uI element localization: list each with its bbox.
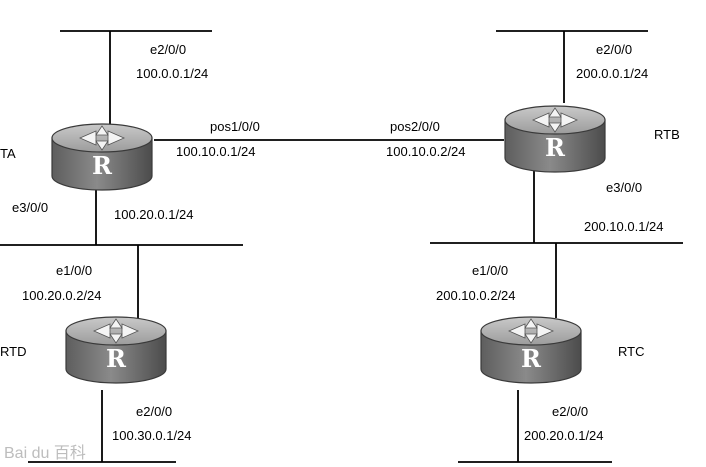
router-body [504, 119, 606, 173]
rtd-e100-ip: 100.20.0.2/24 [22, 288, 102, 303]
rtd-e200-ip: 100.30.0.1/24 [112, 428, 192, 443]
router-symbol: R [545, 133, 566, 162]
rtc-e200-ip: 200.20.0.1/24 [524, 428, 604, 443]
rta-pos-ip: 100.10.0.1/24 [176, 144, 256, 159]
rta-e200-label: e2/0/0 [150, 42, 186, 57]
rtb-e300-ip: 200.10.0.1/24 [584, 219, 664, 234]
router-rtb: R [504, 105, 606, 173]
router-top [65, 316, 167, 346]
rta-e200-ip: 100.0.0.1/24 [136, 66, 208, 81]
router-body [65, 330, 167, 384]
rtb-e200-ip: 200.0.0.1/24 [576, 66, 648, 81]
router-name-rtb: RTB [654, 127, 680, 142]
router-rta: R [51, 123, 153, 191]
router-rtd: R [65, 316, 167, 384]
rtd-e100-label: e1/0/0 [56, 263, 92, 278]
rtc-e100-ip: 200.10.0.2/24 [436, 288, 516, 303]
rtb-pos-ip: 100.10.0.2/24 [386, 144, 466, 159]
rtc-e200-label: e2/0/0 [552, 404, 588, 419]
interface-labels: e2/0/0 100.0.0.1/24 pos1/0/0 100.10.0.1/… [12, 42, 664, 443]
router-arrows-icon [508, 318, 554, 344]
baidu-watermark: Bai du 百科 [4, 444, 86, 462]
rtb-e300-label: e3/0/0 [606, 180, 642, 195]
router-top [480, 316, 582, 346]
router-name-rtc: RTC [618, 344, 644, 359]
links [0, 30, 683, 463]
router-name-rtd: RTD [0, 344, 26, 359]
router-symbol: R [92, 151, 113, 180]
router-arrows-icon [532, 107, 578, 133]
router-arrows-icon [79, 125, 125, 151]
rta-e300-label: e3/0/0 [12, 200, 48, 215]
router-names: TA RTB RTD RTC [0, 127, 680, 359]
router-body [480, 330, 582, 384]
router-top [51, 123, 153, 153]
router-symbol: R [521, 344, 542, 373]
rtc-e100-label: e1/0/0 [472, 263, 508, 278]
rta-pos-label: pos1/0/0 [210, 119, 260, 134]
rtb-e200-label: e2/0/0 [596, 42, 632, 57]
router-rtc: R [480, 316, 582, 384]
rtb-pos-label: pos2/0/0 [390, 119, 440, 134]
rtd-e200-label: e2/0/0 [136, 404, 172, 419]
router-arrows-icon [93, 318, 139, 344]
router-top [504, 105, 606, 135]
rta-e300-ip: 100.20.0.1/24 [114, 207, 194, 222]
router-symbol: R [106, 344, 127, 373]
router-body [51, 137, 153, 191]
router-name-rta: TA [0, 146, 16, 161]
